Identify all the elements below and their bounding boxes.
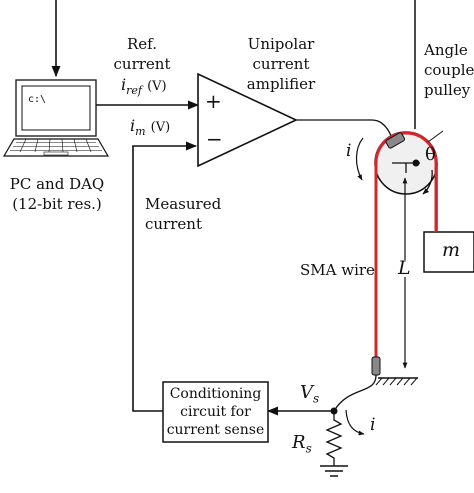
ref-subscript: ref [126,84,142,98]
current-arrow-bottom [345,409,365,436]
ref-symbol: i [121,75,127,94]
amplifier-minus-sign: − [206,127,223,151]
pulley-label-line1: Angle [424,41,468,59]
current-label-top: i [346,141,352,161]
bottom-crimp [371,356,381,376]
voltage-subscript: s [313,391,320,406]
measured-caption-line2: current [145,215,202,233]
amplifier-label-line2: current [252,55,310,73]
pulley-label-line3: pulley [424,81,471,99]
laptop-icon [2,79,110,157]
ref-unit: (V) [147,79,167,94]
conditioning-line1: Conditioning [169,386,262,402]
resistor-subscript: s [305,441,312,456]
resistor-symbol: R [292,432,306,453]
conditioning-line3: current sense [166,422,265,438]
pc-label-line1: PC and DAQ [9,175,105,193]
conditioning-box [162,381,269,443]
pulley-pointer [427,130,444,143]
pc-label-line2: (12-bit res.) [12,195,102,213]
measured-current-symbol: im (V) [130,117,170,140]
angle-symbol: θ [425,144,436,165]
top-crimp [385,132,406,149]
amplifier-triangle [197,72,298,168]
resistor-label: Rs [292,434,312,458]
fixed-anchor [375,377,418,386]
amplifier-label-line1: Unipolar [247,35,315,53]
measured-symbol: i [130,116,136,135]
sense-wire [333,374,377,412]
sense-resistor [325,411,343,466]
ground-symbol [320,465,348,477]
amplifier-output-wire [296,119,393,139]
amplifier-plus-sign: + [205,89,222,113]
conditioning-line2: circuit for [180,404,251,420]
measured-unit: (V) [150,120,171,135]
pulley-label-line2: couple [424,61,474,79]
amplifier-label-line3: amplifier [246,75,316,93]
current-arrow-top [355,137,364,181]
mass-block [423,231,474,273]
current-label-bottom: i [370,415,376,435]
rotation-arrow [422,169,433,195]
measured-caption-line1: Measured [145,195,222,213]
ref-label-line2: current [113,55,171,73]
pulley-axle [412,159,420,167]
pc-screen-text: c:\ [28,94,47,105]
ref-current-symbol: iref (V) [121,76,167,99]
measured-subscript: m [135,125,146,139]
voltage-label: Vs [300,384,319,408]
sma-wire-label: SMA wire [300,261,375,279]
mass-label: m [442,239,461,261]
feedback-line [132,141,198,412]
sma-wire [374,131,438,370]
voltage-symbol: V [300,382,313,403]
length-label: L [396,257,413,279]
ref-label-line1: Ref. [127,35,157,53]
